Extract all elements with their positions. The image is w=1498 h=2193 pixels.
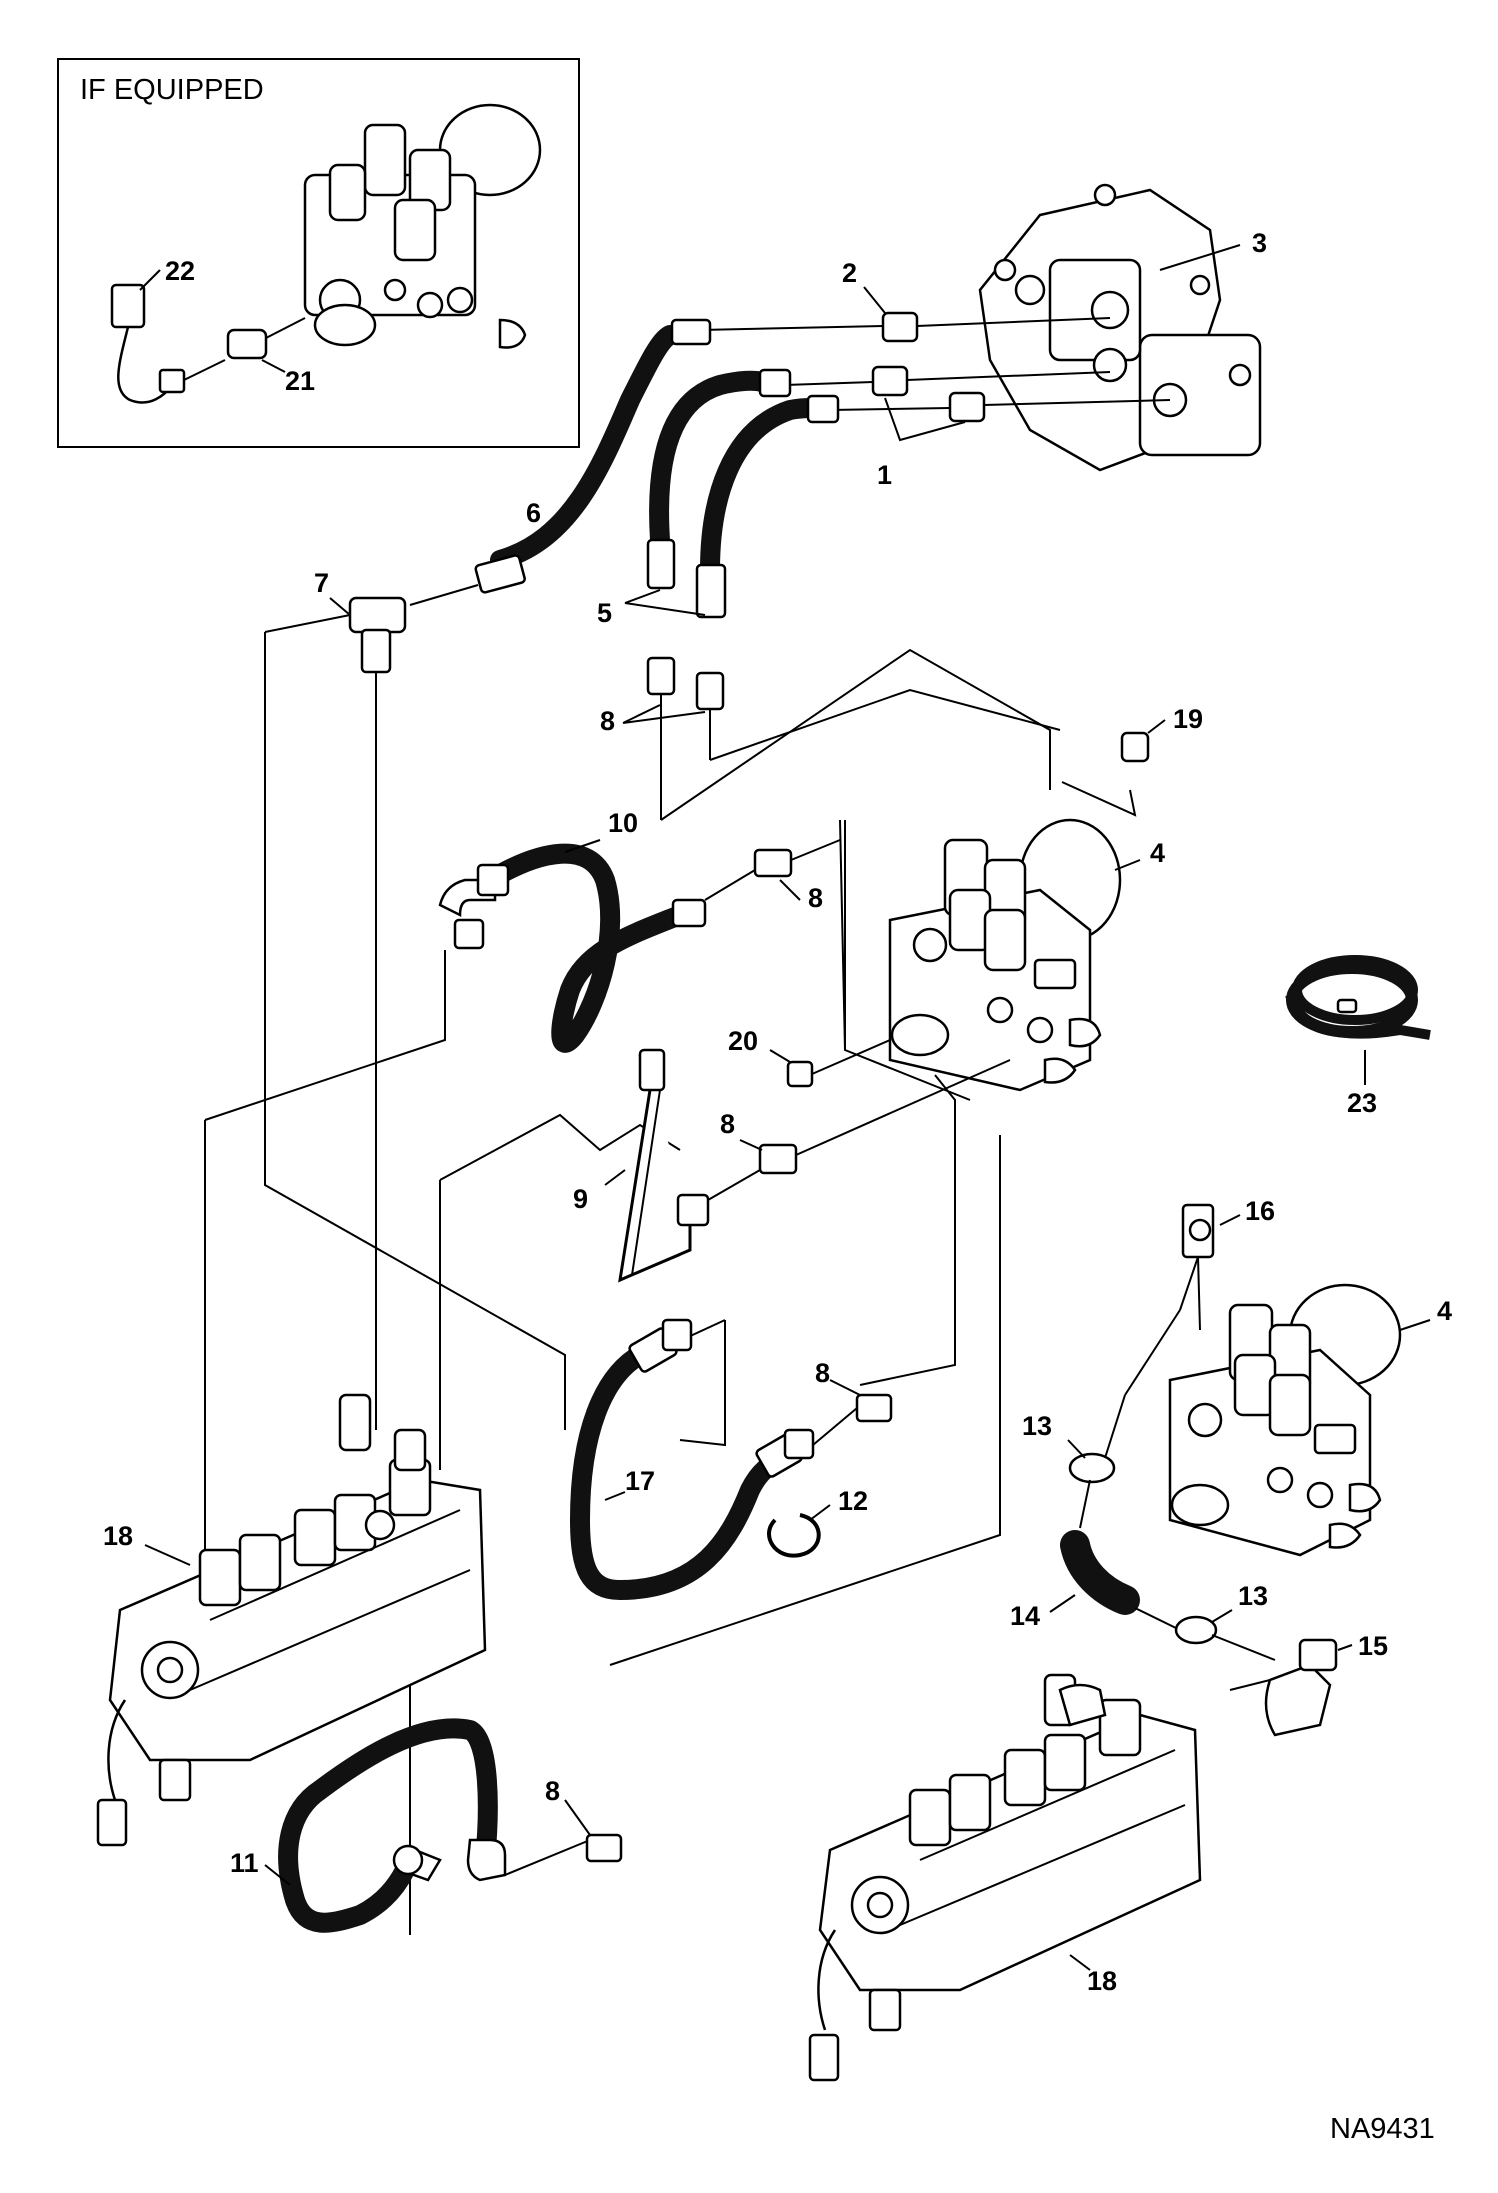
clamp-13a <box>1067 1309 1181 1484</box>
callout-8-a: 8 <box>600 706 615 736</box>
fittings-8-top <box>622 656 725 820</box>
valve-block-4-center <box>888 818 1141 1092</box>
control-valve-18-left <box>96 1393 487 1847</box>
callout-23: 23 <box>1347 1088 1377 1118</box>
callout-13-a: 13 <box>1022 1411 1052 1441</box>
callout-1: 1 <box>877 460 892 490</box>
callout-10: 10 <box>608 808 638 838</box>
callout-18-left: 18 <box>103 1521 133 1551</box>
fitting-8-lower1 <box>812 1379 893 1446</box>
inset-title: IF EQUIPPED <box>80 74 264 106</box>
callout-6: 6 <box>526 498 541 528</box>
leader-5 <box>624 589 706 616</box>
callout-7: 7 <box>314 568 329 598</box>
hose-14 <box>1049 1479 1181 1631</box>
callout-14: 14 <box>1010 1601 1040 1631</box>
fitting-1a <box>784 365 1111 397</box>
inset-fitting-21 <box>226 317 306 373</box>
fitting-1b <box>829 391 1171 423</box>
hose-10 <box>438 839 756 1053</box>
callout-8-e: 8 <box>545 1776 560 1806</box>
callout-8-b: 8 <box>808 883 823 913</box>
callout-12: 12 <box>838 1486 868 1516</box>
callout-4-right: 4 <box>1437 1296 1452 1326</box>
valve-block-4-right <box>1168 1283 1431 1557</box>
callout-2: 2 <box>842 258 857 288</box>
callout-4-center: 4 <box>1150 838 1165 868</box>
plug-20 <box>769 1039 891 1088</box>
hose-6 <box>409 318 712 606</box>
callout-16: 16 <box>1245 1196 1275 1226</box>
plug-19 <box>1120 719 1166 763</box>
callout-20: 20 <box>728 1026 758 1056</box>
clamp-13b <box>1174 1609 1276 1661</box>
callout-3: 3 <box>1252 228 1267 258</box>
callout-5: 5 <box>597 598 612 628</box>
fitting-8-mid1 <box>753 819 846 1051</box>
elbow-fitting-15 <box>1264 1638 1353 1737</box>
tee-fitting-7 <box>264 596 407 1430</box>
callout-8-d: 8 <box>815 1358 830 1388</box>
callout-21: 21 <box>285 366 315 396</box>
pump-motor-3 <box>978 183 1262 472</box>
callout-22: 22 <box>165 256 195 286</box>
callout-18-right: 18 <box>1087 1966 1117 1996</box>
hose-17 <box>570 1318 815 1600</box>
callout-13-b: 13 <box>1238 1581 1268 1611</box>
fitting-8-mid2 <box>739 1059 1011 1175</box>
tube-9 <box>604 1048 761 1283</box>
callout-11: 11 <box>230 1848 259 1878</box>
fitting-2 <box>699 286 1111 343</box>
routing-lines <box>204 632 1271 1935</box>
control-valve-18-right <box>808 1673 1202 2082</box>
inset-frame <box>57 58 580 448</box>
callout-19: 19 <box>1173 704 1203 734</box>
hose-5b <box>695 394 840 619</box>
coiled-hose-23 <box>1285 955 1431 1085</box>
callout-17: 17 <box>625 1466 655 1496</box>
callout-9: 9 <box>573 1184 588 1214</box>
fitting-16 <box>1179 1203 1241 1331</box>
fitting-8-lower2 <box>564 1799 623 1863</box>
hose-5a <box>646 368 792 590</box>
leader-1 <box>884 397 966 442</box>
inset-sensor-22 <box>110 269 226 404</box>
figure-code: NA9431 <box>1330 2113 1435 2145</box>
hose-11 <box>264 1718 507 1933</box>
inset-valve-assembly <box>303 103 542 349</box>
callout-8-c: 8 <box>720 1109 735 1139</box>
callout-15: 15 <box>1358 1631 1388 1661</box>
strap-12 <box>767 1504 831 1558</box>
